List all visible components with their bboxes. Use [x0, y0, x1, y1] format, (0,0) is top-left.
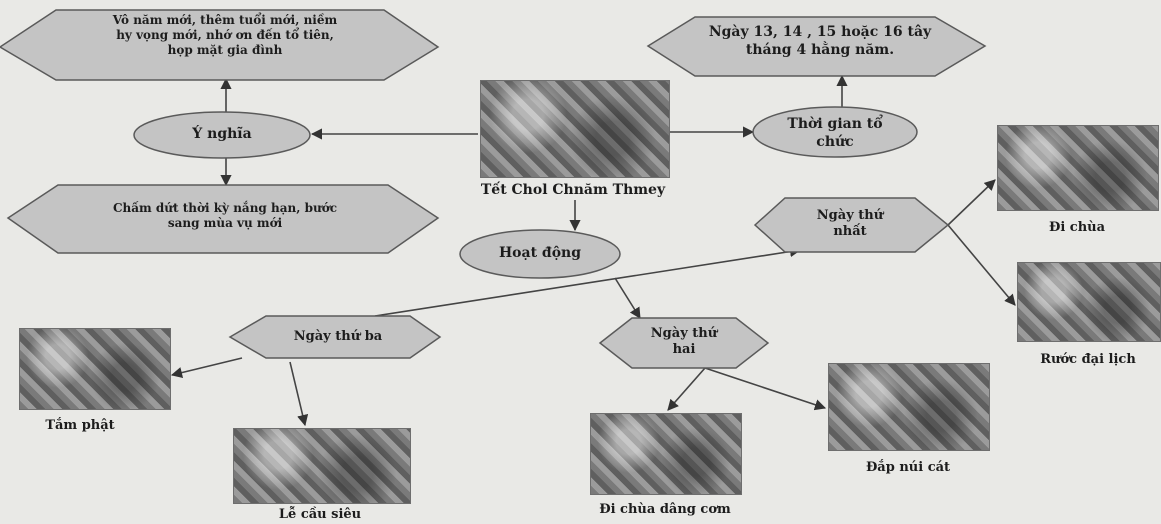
meaning-point-1-hexagon — [0, 9, 440, 81]
activities-label: Hoạt động — [498, 245, 582, 261]
link-day1-from-day3 — [374, 246, 802, 317]
caption-dap-nui-cat: Đắp núi cát — [865, 460, 951, 475]
center-label: Tết Chol Chnăm Thmey — [480, 182, 666, 198]
time-label: Thời gian tổ chức — [787, 116, 883, 150]
link-day2-to-photo-2 — [704, 367, 827, 411]
photo-di-chua-dang-com — [590, 413, 742, 495]
day-2-hexagon — [598, 317, 770, 369]
meaning-point-1-text: Vô năm mới, thêm tuổi mới, niềm hy vọng … — [112, 13, 338, 57]
day-3-hexagon — [228, 315, 442, 359]
day-2-label: Ngày thứ hai — [650, 326, 718, 358]
caption-tam-phat: Tắm phật — [45, 418, 115, 433]
time-ellipse — [752, 106, 918, 158]
photo-tam-phat — [19, 328, 171, 410]
day-1-hexagon — [753, 197, 950, 253]
photo-dap-nui-cat — [828, 363, 990, 451]
meaning-point-2-text: Chấm dứt thời kỳ nắng hạn, bước sang mùa… — [112, 201, 338, 230]
center-photo — [480, 80, 670, 178]
link-day1-to-photo-2 — [947, 224, 1016, 306]
meaning-point-2-hexagon — [6, 184, 440, 254]
meaning-ellipse — [133, 111, 311, 159]
day-1-label: Ngày thứ nhất — [816, 208, 884, 240]
photo-ruoc-dai-lich — [1017, 262, 1161, 342]
photo-le-cau-sieu — [233, 428, 411, 504]
link-day3-to-photo-2 — [289, 361, 309, 427]
day-3-label: Ngày thứ ba — [293, 329, 383, 344]
link-activities-to-day2 — [614, 277, 641, 319]
link-day1-to-photo-1 — [947, 179, 996, 226]
meaning-label: Ý nghĩa — [192, 126, 252, 142]
photo-di-chua — [997, 125, 1159, 211]
caption-di-chua: Đi chùa — [1048, 220, 1106, 235]
caption-ruoc-dai-lich: Rước đại lịch — [1040, 352, 1136, 367]
link-day3-to-photo-1 — [170, 357, 243, 379]
time-detail-text: Ngày 13, 14 , 15 hoặc 16 tây tháng 4 hằn… — [708, 24, 932, 58]
caption-le-cau-sieu: Lễ cầu siêu — [278, 507, 362, 522]
activities-ellipse — [459, 229, 621, 279]
caption-di-chua-dang-com: Đi chùa dâng cơm — [599, 502, 731, 517]
time-detail-hexagon — [646, 16, 987, 77]
link-day2-to-photo-1 — [667, 367, 706, 411]
